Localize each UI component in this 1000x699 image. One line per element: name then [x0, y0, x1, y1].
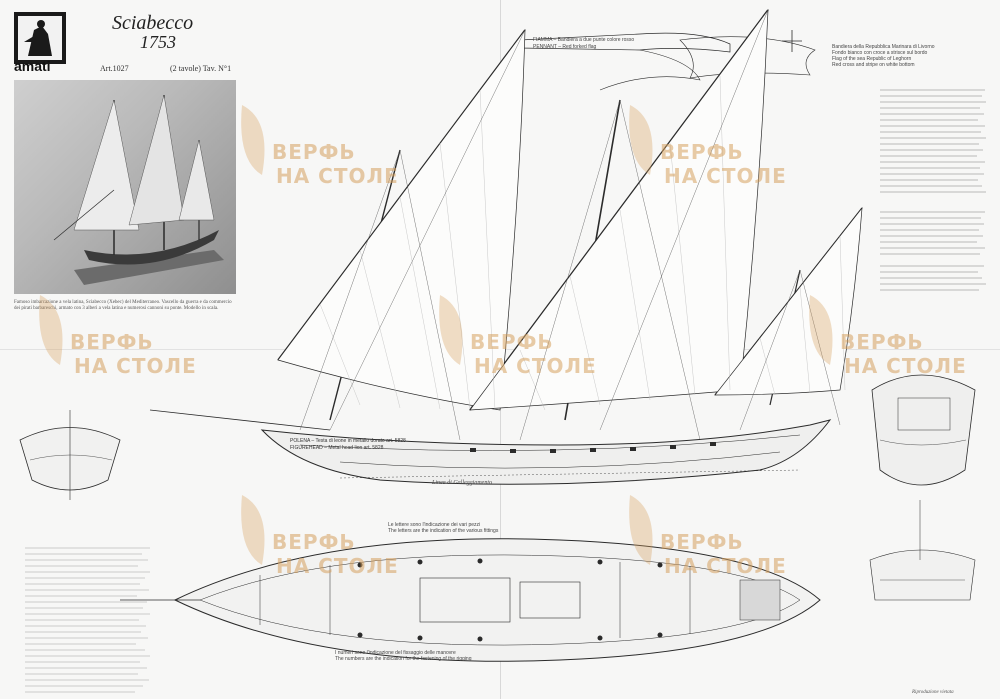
watermark-line-1: ВЕРФЬ: [70, 330, 154, 354]
watermark-ship-icon: [809, 295, 833, 365]
watermark-line-1: ВЕРФЬ: [272, 140, 356, 164]
hull-profile: [260, 419, 832, 485]
watermark-line-1: ВЕРФЬ: [660, 530, 744, 554]
deck-plan-caption-letters-en: The letters are the indication of the va…: [388, 528, 499, 534]
waterline-label: Linea di Galleggiamento: [432, 480, 492, 486]
watermark-line-2: НА СТОЛЕ: [276, 164, 399, 188]
deck-plan-caption-letters-it: Le lettere sono l'indicazione dei vari p…: [388, 522, 481, 528]
reproduction-notice: Riproduzione vietata: [912, 690, 954, 695]
flag-caption-line-1: Bandiera della Repubblica Marinara di Li…: [832, 44, 935, 50]
flag-caption: Bandiera della Repubblica Marinara di Li…: [832, 44, 982, 68]
watermark-ship-icon: [629, 105, 653, 175]
sheet-number: (2 tavole) Tav. N°1: [170, 64, 232, 73]
model-photo: [14, 80, 236, 294]
photo-caption: Famoso imbarcazione a vela latina, Sciab…: [14, 300, 232, 311]
watermark-line-1: ВЕРФЬ: [660, 140, 744, 164]
watermark: ВЕРФЬ НА СТОЛЕ: [232, 490, 402, 600]
watermark-line-2: НА СТОЛЕ: [844, 354, 967, 378]
watermark-line-2: НА СТОЛЕ: [276, 554, 399, 578]
figurehead-caption: POLENA – Testa di leone in metallo dorat…: [290, 438, 406, 452]
figurehead-caption-it: POLENA – Testa di leone in metallo dorat…: [290, 438, 406, 444]
pennant-label-en: PENNANT – Red forked flag: [533, 44, 597, 50]
watermark: ВЕРФЬ НА СТОЛЕ: [232, 100, 402, 210]
watermark-ship-icon: [439, 295, 463, 365]
watermark: ВЕРФЬ НА СТОЛЕ: [30, 290, 200, 400]
deck-plan-caption-letters: Le lettere sono l'indicazione dei vari p…: [388, 522, 498, 534]
amati-logo-icon: [14, 12, 66, 64]
watermark-line-2: НА СТОЛЕ: [474, 354, 597, 378]
watermark-ship-icon: [241, 495, 265, 565]
figurehead-caption-en: FIGUREHEAD – Metal head lion art. 5828: [290, 445, 384, 451]
watermark-line-1: ВЕРФЬ: [272, 530, 356, 554]
deck-plan: [120, 538, 821, 662]
watermark-ship-icon: [241, 105, 265, 175]
watermark-line-2: НА СТОЛЕ: [664, 164, 787, 188]
model-year: 1753: [140, 32, 176, 52]
brand-logo-text: amati: [14, 58, 51, 74]
mizzen-sail: [714, 206, 863, 396]
bow-view: [19, 410, 121, 500]
stern-detail: [869, 500, 976, 601]
watermark: ВЕРФЬ НА СТОЛЕ: [620, 100, 790, 210]
watermark-ship-icon: [629, 495, 653, 565]
watermark-line-2: НА СТОЛЕ: [664, 554, 787, 578]
watermark-line-2: НА СТОЛЕ: [74, 354, 197, 378]
pennant-flag-icon: [519, 32, 731, 53]
watermark: ВЕРФЬ НА СТОЛЕ: [800, 290, 970, 400]
deck-plan-caption-numbers: I numeri sono l'indicazione del fissaggi…: [335, 650, 471, 662]
watermark-line-1: ВЕРФЬ: [840, 330, 924, 354]
model-title: Sciabecco: [112, 12, 194, 34]
pennant-label: FIAMMA – Bandiera a due punte colore ros…: [533, 37, 634, 51]
watermark: ВЕРФЬ НА СТОЛЕ: [430, 290, 600, 400]
deck-plan-caption-numbers-it: I numeri sono l'indicazione del fissaggi…: [335, 650, 456, 656]
pennant-label-it: FIAMMA – Bandiera a due punte colore ros…: [533, 37, 635, 43]
model-photo-image: [53, 94, 224, 285]
flag-caption-line-2: Fondo bianco con croce a strisce sul bor…: [832, 50, 928, 56]
stern-view: [871, 374, 976, 486]
watermark-ship-icon: [39, 295, 63, 365]
flag-caption-line-3: Flag of the sea Republic of Leghorn: [832, 56, 912, 62]
watermark-line-1: ВЕРФЬ: [470, 330, 554, 354]
article-number: Art.1027: [100, 64, 129, 73]
flag-caption-line-4: Red cross and stripe on white bottom: [832, 62, 915, 68]
deck-plan-caption-numbers-en: The numbers are the indication for the f…: [335, 656, 472, 662]
watermark: ВЕРФЬ НА СТОЛЕ: [620, 490, 790, 600]
